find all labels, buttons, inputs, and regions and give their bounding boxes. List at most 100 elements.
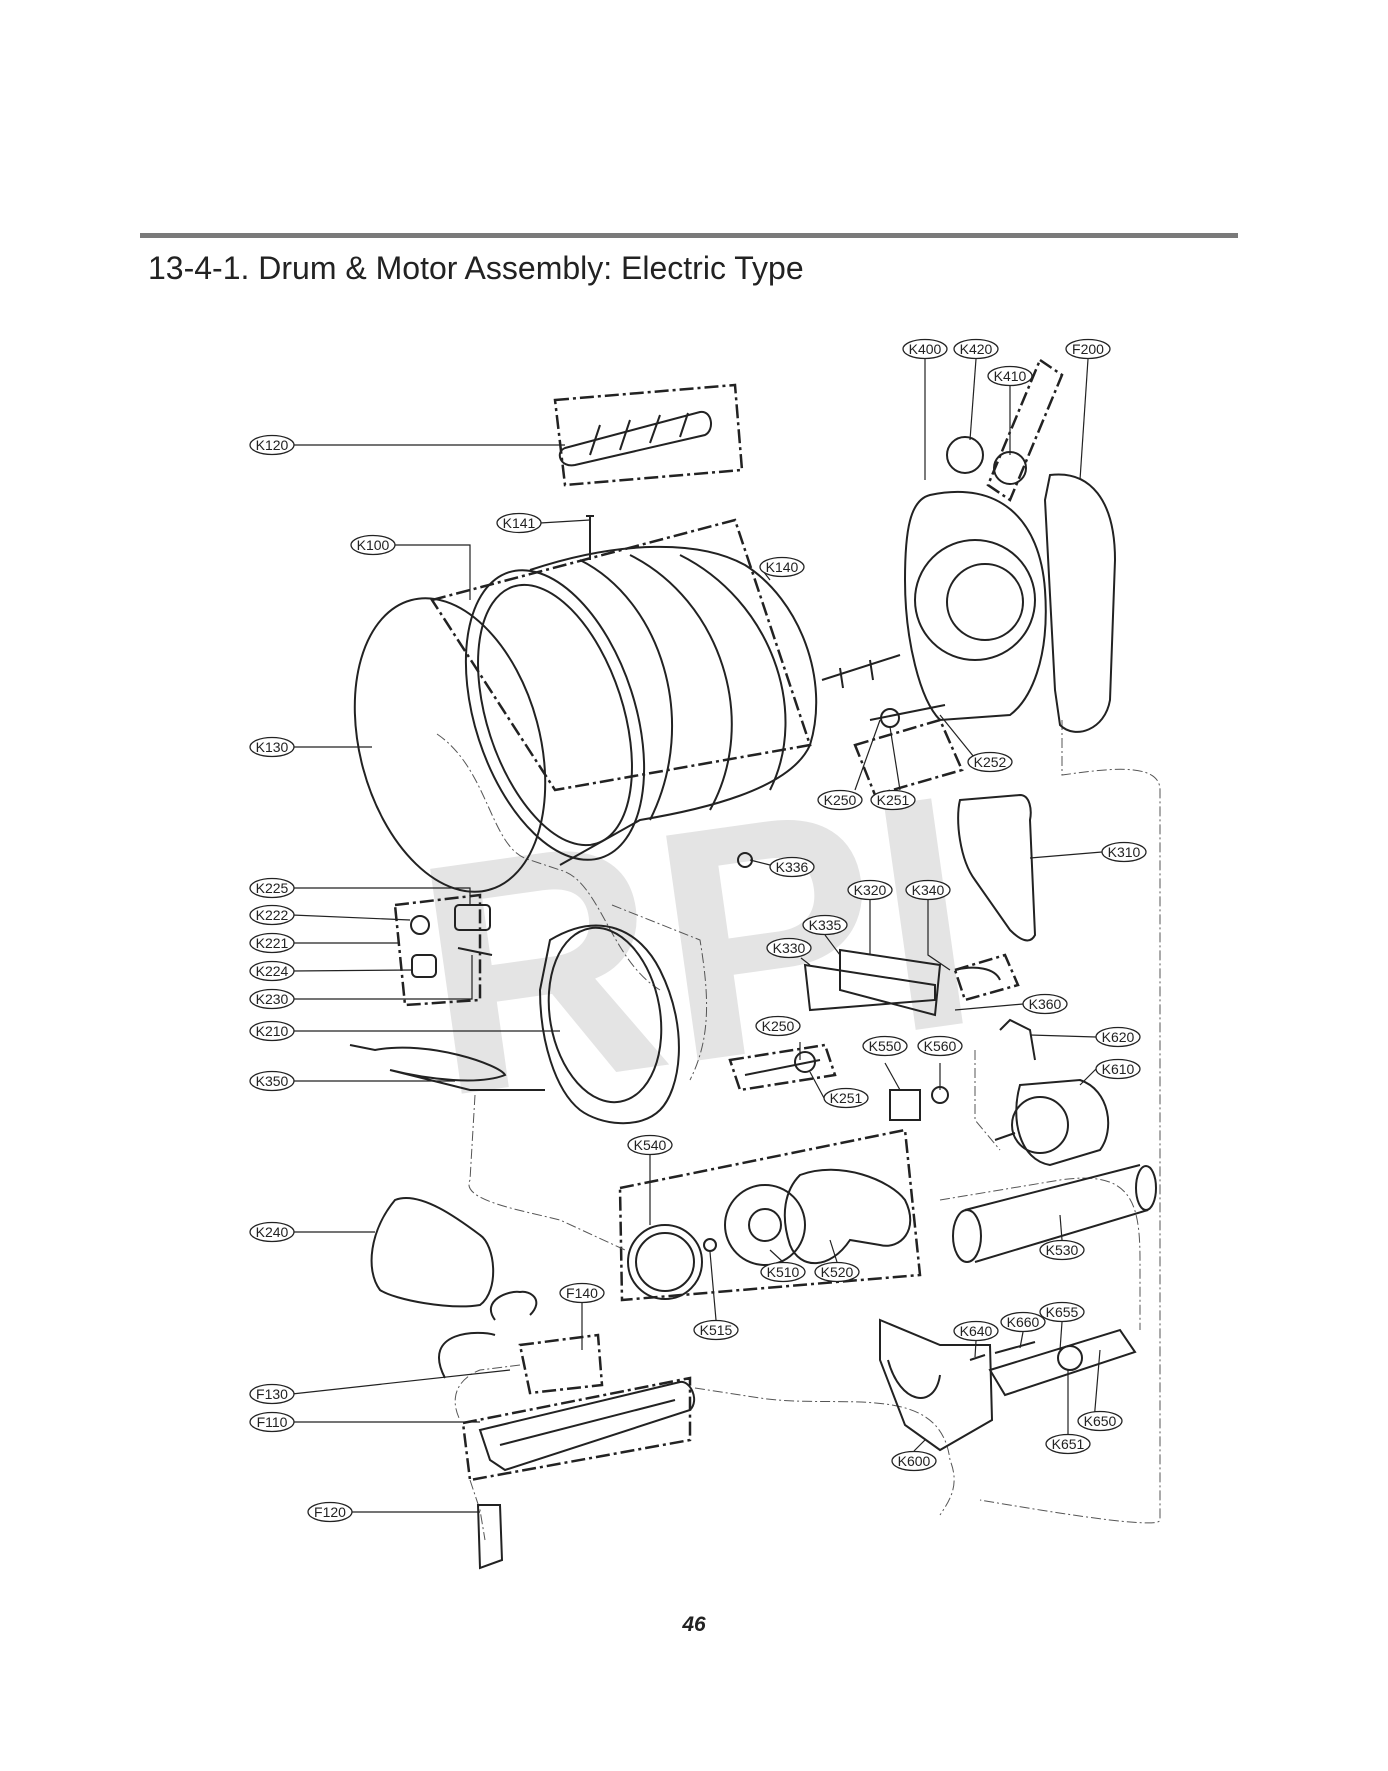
svg-text:K120: K120	[256, 437, 289, 453]
svg-text:K350: K350	[256, 1073, 289, 1089]
rear-bulkhead-part	[903, 490, 1047, 722]
k651-part	[1057, 1345, 1083, 1371]
callout-k350: K350	[249, 1070, 295, 1092]
k540-gasket-part	[627, 1224, 703, 1300]
k515-washer-part	[703, 1238, 717, 1252]
assembly-guide-lines	[436, 720, 1161, 1541]
svg-text:K335: K335	[809, 917, 842, 933]
svg-text:K140: K140	[766, 559, 799, 575]
callout-k660: K660	[1000, 1311, 1046, 1333]
svg-text:F200: F200	[1072, 341, 1104, 357]
motor-part	[1015, 1078, 1110, 1167]
callout-k560: K560	[917, 1035, 963, 1057]
svg-text:K130: K130	[256, 739, 289, 755]
callout-k225: K225	[249, 877, 295, 899]
k310-filter-part	[957, 793, 1037, 942]
callout-k100: K100	[350, 534, 396, 556]
svg-text:K420: K420	[960, 341, 993, 357]
callout-f130: F130	[249, 1383, 295, 1405]
callout-k140: K140	[759, 556, 805, 578]
svg-text:K210: K210	[256, 1023, 289, 1039]
callout-f140: F140	[559, 1282, 605, 1304]
callout-k252: K252	[967, 751, 1013, 773]
svg-text:K252: K252	[974, 754, 1007, 770]
svg-text:K651: K651	[1052, 1436, 1085, 1452]
k340-clip-part	[954, 966, 1001, 981]
front-bulkhead-part	[538, 924, 680, 1125]
k650-bracket-part	[988, 1328, 1137, 1397]
svg-text:K620: K620	[1102, 1029, 1135, 1045]
callout-f110: F110	[249, 1411, 295, 1433]
callout-k360: K360	[1022, 993, 1068, 1015]
callout-k510: K510	[760, 1261, 806, 1283]
f130-wires-part	[437, 1290, 538, 1379]
k620-clip-part	[999, 1018, 1036, 1061]
callout-k221: K221	[249, 932, 295, 954]
k410-bearing-part	[993, 451, 1027, 485]
svg-text:K330: K330	[773, 940, 806, 956]
lamp-cover-part	[454, 904, 491, 931]
svg-text:F140: F140	[566, 1285, 598, 1301]
callout-k336: K336	[769, 856, 815, 878]
callout-k340: K340	[905, 879, 951, 901]
callout-k335: K335	[802, 914, 848, 936]
callout-k650: K650	[1077, 1410, 1123, 1432]
svg-text:K240: K240	[256, 1224, 289, 1240]
callout-k520: K520	[814, 1261, 860, 1283]
svg-text:K224: K224	[256, 963, 289, 979]
svg-text:K221: K221	[256, 935, 289, 951]
watermark: RPI	[398, 724, 994, 1166]
k240-cover-part	[370, 1197, 495, 1308]
f120-terminal-part	[476, 1504, 504, 1570]
callout-f200: F200	[1065, 338, 1111, 360]
svg-text:K640: K640	[960, 1323, 993, 1339]
svg-text:K610: K610	[1102, 1061, 1135, 1077]
svg-text:K650: K650	[1084, 1413, 1117, 1429]
page-number: 46	[682, 1613, 706, 1636]
svg-text:K222: K222	[256, 907, 289, 923]
callout-k420: K420	[953, 338, 999, 360]
k252-shaft-part	[869, 704, 946, 721]
svg-text:K250: K250	[762, 1018, 795, 1034]
svg-text:K360: K360	[1029, 996, 1062, 1012]
lamp-bulb-part	[410, 915, 430, 935]
k350-harness-part	[349, 1044, 545, 1091]
callout-k224: K224	[249, 960, 295, 982]
k510-impeller-part	[724, 1184, 806, 1266]
header-rule	[140, 233, 1238, 238]
callout-k610: K610	[1095, 1058, 1141, 1080]
callout-f120: F120	[307, 1501, 353, 1523]
callout-k130: K130	[249, 736, 295, 758]
callout-k600: K600	[891, 1450, 937, 1472]
lint-filter-part	[803, 963, 936, 1012]
callout-k210: K210	[249, 1020, 295, 1042]
svg-text:F110: F110	[257, 1414, 288, 1430]
lint-screen-part	[839, 948, 942, 1017]
svg-text:K540: K540	[634, 1137, 667, 1153]
k141-screw-part	[586, 515, 594, 560]
callout-k515: K515	[693, 1319, 739, 1341]
lamp-bracket-part	[457, 947, 493, 956]
svg-text:K530: K530	[1046, 1242, 1079, 1258]
callout-k120: K120	[249, 434, 295, 456]
callout-labels: K120 K141 K100 K140 K130 K400 K420 K410 …	[249, 338, 1147, 1523]
svg-text:K251: K251	[830, 1090, 863, 1106]
svg-text:K515: K515	[700, 1322, 733, 1338]
front-shaft-part	[744, 1059, 821, 1076]
callout-k250-front: K250	[755, 1015, 801, 1037]
svg-text:K100: K100	[357, 537, 390, 553]
svg-text:K520: K520	[821, 1264, 854, 1280]
section-title: 13-4-1. Drum & Motor Assembly: Electric …	[148, 250, 804, 286]
callout-k141: K141	[496, 512, 542, 534]
svg-text:K310: K310	[1108, 844, 1141, 860]
svg-text:K340: K340	[912, 882, 945, 898]
svg-text:F120: F120	[314, 1504, 346, 1520]
callout-k250-rear: K250	[817, 789, 863, 811]
svg-text:K550: K550	[869, 1038, 902, 1054]
svg-text:K251: K251	[877, 792, 910, 808]
k600-bracket-part	[879, 1318, 994, 1452]
f200-duct-part	[1043, 473, 1117, 733]
svg-text:K320: K320	[854, 882, 887, 898]
callout-k330: K330	[766, 937, 812, 959]
